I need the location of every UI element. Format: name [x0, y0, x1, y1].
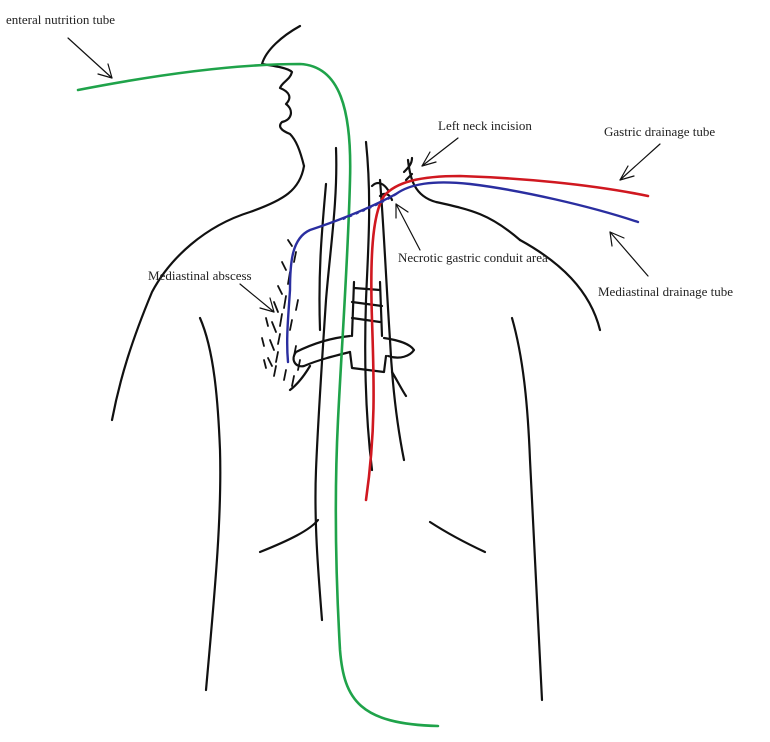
body-outline — [110, 24, 602, 702]
mediastinal-drain-arrow — [609, 231, 649, 277]
enteral-label: enteral nutrition tube — [6, 12, 115, 27]
left-back-line — [198, 316, 222, 692]
esophagus-right-wall — [364, 140, 374, 472]
mediastinal-tube-dotted — [339, 192, 397, 222]
carina — [348, 350, 388, 374]
trachea-ring-2 — [350, 300, 384, 308]
neck-incision-label: Left neck incision — [438, 118, 532, 133]
abscess-label: Mediastinal abscess — [148, 268, 252, 283]
right-lower-crease — [428, 520, 487, 554]
right-bronchus — [382, 336, 416, 359]
enteral-arrow — [67, 37, 113, 79]
trachea-left — [318, 182, 328, 332]
abscess-arrow — [239, 283, 275, 313]
incision-stitch — [402, 156, 414, 182]
right-neck — [406, 158, 522, 242]
necrotic-label: Necrotic gastric conduit area — [398, 250, 548, 265]
necrotic-arrow — [395, 203, 421, 251]
gastric-drainage-tube — [364, 174, 650, 502]
gastric-arrow — [619, 143, 661, 181]
trachea-ring-1 — [352, 286, 382, 292]
trachea-right — [378, 178, 406, 462]
right-shoulder — [518, 238, 602, 332]
left-bronchus — [292, 334, 352, 368]
esophagus-left-wall — [314, 146, 338, 622]
arrows — [67, 37, 661, 313]
trachea-box-right — [378, 280, 384, 338]
gastric-label: Gastric drainage tube — [604, 124, 715, 139]
labels: enteral nutrition tube Left neck incisio… — [6, 12, 733, 299]
left-neck-shoulder — [110, 164, 306, 422]
neck-incision-arrow — [421, 137, 459, 167]
trachea-ring-3 — [350, 316, 382, 324]
face-profile — [260, 24, 306, 168]
midline-structures — [288, 140, 416, 622]
mediastinal-drain-label: Mediastinal drainage tube — [598, 284, 733, 299]
trachea-box-left — [350, 280, 356, 338]
right-bronchus-lower — [390, 370, 408, 398]
right-back-line — [510, 316, 544, 702]
abscess-area — [261, 239, 301, 387]
enteral-nutrition-tube — [76, 62, 440, 728]
left-lower-crease — [258, 518, 320, 554]
left-bronchus-lower — [288, 364, 312, 392]
